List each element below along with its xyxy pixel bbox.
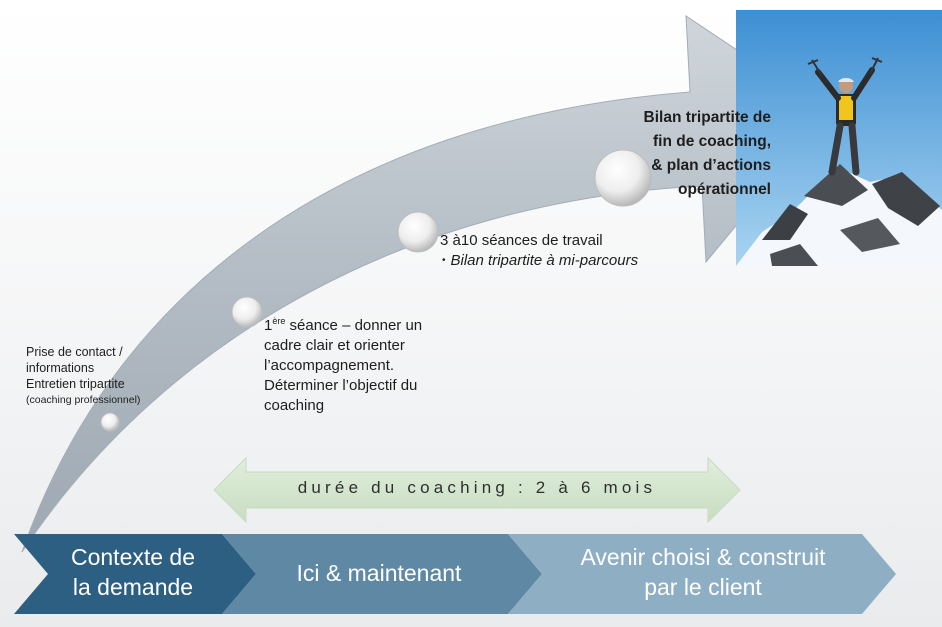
milestone-text-first-session: 1ère séance – donner un cadre clair et o…	[264, 311, 444, 416]
step2-line1: 3 à10 séances de travail	[440, 232, 603, 249]
phase-label-here-now: Ici & maintenant	[248, 558, 510, 588]
phase3-line1: Avenir choisi & construit	[580, 544, 826, 570]
step1-number: 1	[264, 317, 273, 334]
step1-superscript: ère	[272, 316, 286, 326]
step3-line1: Bilan tripartite de	[643, 109, 771, 126]
phase-chevron-1	[14, 534, 256, 614]
milestone-text-final-review: Bilan tripartite de fin de coaching, & p…	[600, 106, 771, 202]
mountain-climber-photo	[736, 10, 942, 266]
step0-line2: informations	[26, 361, 95, 375]
step3-line3: & plan d’actions	[651, 157, 771, 174]
step3-line2: fin de coaching,	[653, 133, 771, 150]
step0-line3: Entretien tripartite	[26, 377, 125, 391]
duration-label: durée du coaching : 2 à 6 mois	[297, 478, 657, 497]
phase-label-context: Contexte de la demande	[38, 542, 228, 602]
step1-text: séance – donner un cadre clair et orient…	[264, 317, 423, 414]
phase1-line1: Contexte de	[70, 544, 196, 570]
milestone-dot-2	[231, 296, 263, 328]
milestone-text-work-sessions: 3 à10 séances de travail • Bilan tripart…	[440, 231, 640, 271]
duration-double-arrow	[213, 456, 741, 524]
phase2-line1: Ici & maintenant	[296, 560, 462, 586]
step0-line1: Prise de contact /	[26, 345, 123, 359]
step3-line4: opérationnel	[677, 181, 771, 198]
phase1-line2: la demande	[72, 574, 194, 600]
step0-line4: (coaching professionnel)	[26, 394, 141, 406]
phase-chevron-3	[508, 534, 896, 614]
phase-chevron-2	[222, 534, 542, 614]
bullet-icon: •	[442, 255, 446, 266]
phase3-line2: par le client	[644, 574, 762, 600]
step2-bullet: Bilan tripartite à mi-parcours	[450, 252, 639, 269]
milestone-dot-1	[100, 412, 120, 432]
milestone-text-contact: Prise de contact / informations Entretie…	[26, 344, 140, 408]
milestone-dot-3	[397, 211, 439, 253]
phase-label-future: Avenir choisi & construit par le client	[530, 542, 876, 602]
milestone-dot-4	[594, 149, 652, 207]
